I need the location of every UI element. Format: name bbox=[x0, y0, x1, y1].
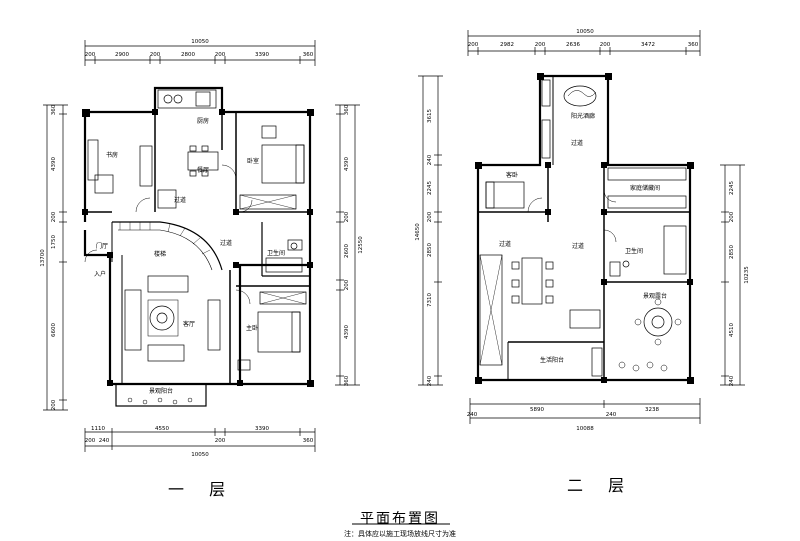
floor1-label: 一 层 bbox=[168, 480, 236, 499]
room-label-stair: 楼梯 bbox=[154, 250, 166, 258]
f2-dim-right: 240 bbox=[729, 375, 735, 386]
f2-dim-left: 200 bbox=[427, 211, 433, 222]
f1-dim-top: 200 bbox=[85, 52, 96, 58]
f2-dim-right: 200 bbox=[729, 211, 735, 222]
room-label-living: 客厅 bbox=[183, 320, 195, 328]
f2-dim-right: 2850 bbox=[729, 245, 735, 259]
drawing-title: 平面布置图 bbox=[360, 511, 440, 527]
f2-dim-bottom: 5890 bbox=[530, 407, 544, 413]
f1-dim-right: 360 bbox=[344, 375, 350, 386]
room-label-corridor: 过道 bbox=[572, 242, 584, 250]
f1-dim-bottom: 4550 bbox=[155, 426, 169, 432]
f1-dim-left: 6600 bbox=[51, 323, 57, 337]
floor1-dimensions: 10050 200 2900 200 2800 200 3390 360 111… bbox=[40, 39, 364, 458]
f1-dim-top: 360 bbox=[303, 52, 314, 58]
room-label-corridor: 过道 bbox=[499, 240, 511, 248]
room-label-corridor: 过道 bbox=[220, 239, 232, 247]
f1-dim-bottom-total: 10050 bbox=[191, 452, 209, 458]
f1-dim-right: 200 bbox=[344, 279, 350, 290]
room-label-family-storage: 家庭储藏间 bbox=[630, 184, 660, 192]
f2-dim-left: 3615 bbox=[427, 109, 433, 123]
f2-dim-bottom: 240 bbox=[606, 412, 617, 418]
floor2-label: 二 层 bbox=[567, 476, 635, 495]
floor2-dimensions: 10050 200 2982 200 2636 200 3472 360 589… bbox=[415, 29, 750, 432]
f2-dim-left: 7310 bbox=[427, 293, 433, 307]
f1-dim-bottom: 3390 bbox=[255, 426, 269, 432]
f2-dim-top: 200 bbox=[468, 42, 479, 48]
f2-dim-top: 360 bbox=[688, 42, 699, 48]
room-label-balcony: 景观阳台 bbox=[149, 387, 173, 395]
f2-dim-top: 200 bbox=[600, 42, 611, 48]
f1-dim-left: 1750 bbox=[51, 235, 57, 249]
f1-dim-right: 360 bbox=[344, 104, 350, 115]
room-label-study: 书房 bbox=[106, 151, 118, 159]
floor2-room-labels: 阳光酒廊 过道 客卧 家庭储藏间 过道 过道 卫生间 景观露台 生活阳台 bbox=[499, 112, 667, 364]
room-label-corridor: 过道 bbox=[174, 196, 186, 204]
f1-dim-left: 200 bbox=[51, 211, 57, 222]
f2-dim-top: 200 bbox=[535, 42, 546, 48]
f1-dim-left-total: 13700 bbox=[40, 249, 46, 267]
f1-dim-right-total: 12550 bbox=[358, 236, 364, 254]
room-label-dining: 餐厅 bbox=[197, 166, 209, 174]
f2-dim-bottom-total: 10088 bbox=[576, 426, 594, 432]
f2-dim-top-total: 10050 bbox=[576, 29, 594, 35]
f1-dim-top: 200 bbox=[215, 52, 226, 58]
f1-dim-top: 2900 bbox=[115, 52, 129, 58]
f2-dim-right: 2245 bbox=[729, 181, 735, 195]
f2-dim-left: 240 bbox=[427, 154, 433, 165]
f1-dim-bottom: 1110 bbox=[91, 426, 105, 432]
f1-dim-bottom: 200 bbox=[215, 438, 226, 444]
room-label-master: 主卧 bbox=[246, 324, 258, 332]
f1-dim-top: 3390 bbox=[255, 52, 269, 58]
f1-dim-bottom: 240 bbox=[99, 438, 110, 444]
f2-dim-left: 2245 bbox=[427, 181, 433, 195]
drawing-note: 注：具体应以施工现场放线尺寸为准 bbox=[344, 530, 456, 538]
f1-dim-bottom: 200 bbox=[85, 438, 96, 444]
room-label-foyer: 门厅 bbox=[96, 242, 108, 250]
f1-dim-left: 360 bbox=[51, 104, 57, 115]
f2-dim-bottom: 240 bbox=[467, 412, 478, 418]
room-label-life-balcony: 生活阳台 bbox=[540, 356, 564, 364]
f1-dim-right: 200 bbox=[344, 211, 350, 222]
f1-dim-top-total: 10050 bbox=[191, 39, 209, 45]
f1-dim-left: 200 bbox=[51, 399, 57, 410]
f1-dim-right: 4390 bbox=[344, 157, 350, 171]
room-label-sunroom: 阳光酒廊 bbox=[571, 112, 595, 120]
f2-dim-right-total: 10235 bbox=[744, 266, 750, 284]
room-label-entrance: 入户 bbox=[94, 270, 106, 278]
f2-dim-left-total: 14650 bbox=[415, 223, 421, 241]
f1-dim-left: 4390 bbox=[51, 157, 57, 171]
f2-dim-top: 2636 bbox=[566, 42, 580, 48]
f2-dim-top: 2982 bbox=[500, 42, 514, 48]
f2-dim-left: 2850 bbox=[427, 243, 433, 257]
f1-dim-top: 200 bbox=[150, 52, 161, 58]
floor1-room-labels: 书房 厨房 餐厅 卧室 过道 过道 门厅 楼梯 入户 卫生间 客厅 主卧 景观阳… bbox=[94, 117, 285, 395]
floor1-plan bbox=[43, 40, 360, 452]
f2-dim-top: 3472 bbox=[641, 42, 655, 48]
f2-dim-right: 4510 bbox=[729, 323, 735, 337]
f1-dim-top: 2800 bbox=[181, 52, 195, 58]
f1-dim-bottom: 360 bbox=[303, 438, 314, 444]
f2-dim-left: 240 bbox=[427, 375, 433, 386]
room-label-terrace: 景观露台 bbox=[643, 292, 667, 300]
floor2-plan bbox=[418, 30, 745, 424]
f1-dim-right: 4390 bbox=[344, 325, 350, 339]
f1-dim-right: 2600 bbox=[344, 244, 350, 258]
room-label-bath: 卫生间 bbox=[267, 249, 285, 257]
room-label-bedroom: 卧室 bbox=[247, 157, 259, 165]
room-label-bath: 卫生间 bbox=[625, 247, 643, 255]
f2-dim-bottom: 3238 bbox=[645, 407, 659, 413]
room-label-kitchen: 厨房 bbox=[197, 117, 209, 125]
room-label-corridor: 过道 bbox=[571, 139, 583, 147]
room-label-guest: 客卧 bbox=[506, 171, 518, 179]
